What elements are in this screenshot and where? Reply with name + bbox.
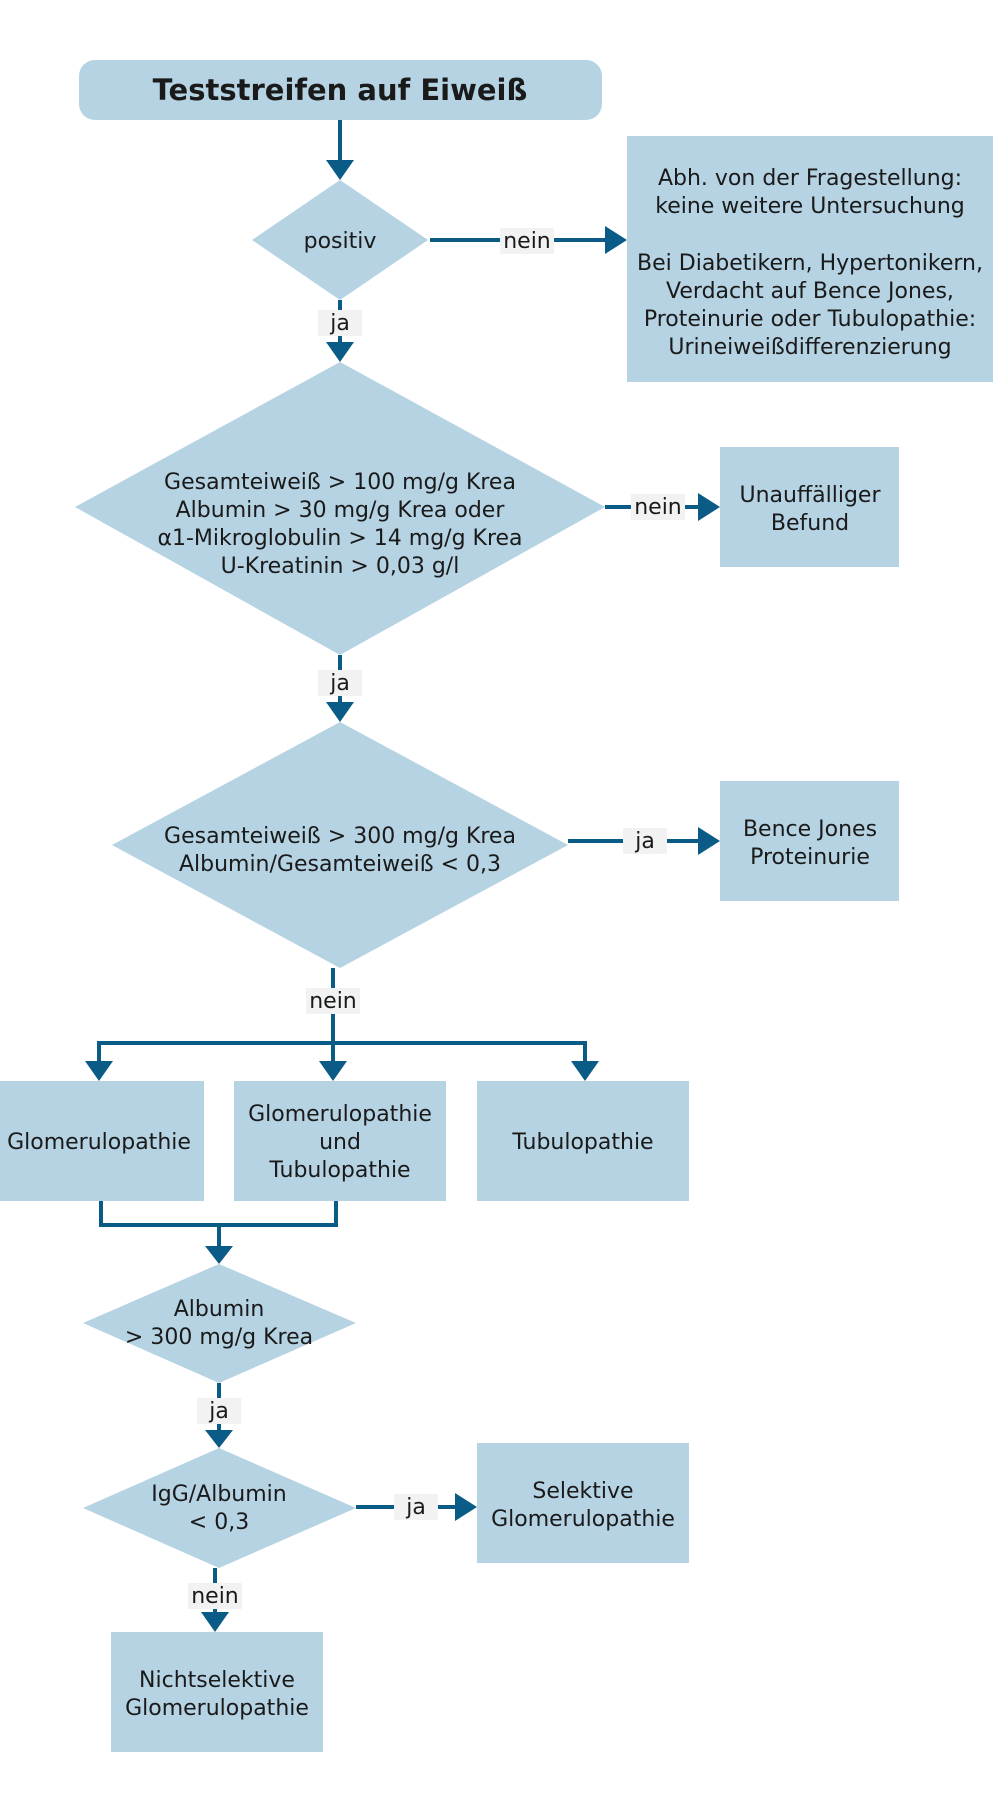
arrowhead-down-glom [85,1061,113,1081]
box-unauffaellig-line1: Unauffälliger [740,483,882,508]
edge-label-bg-e3 [631,494,685,520]
edge-label-ja-3: ja [634,829,655,854]
edge-label-ja-5: ja [405,1495,426,1520]
box-further-line3: Bei Diabetikern, Hypertonikern, [637,251,983,276]
start-node-title [79,60,602,120]
box-tubulopathie-text: Tubulopathie [511,1130,653,1155]
arrowhead-down-nonselective [201,1612,229,1632]
arrowhead-right-unauff [698,493,720,521]
decision-bence-line1: Gesamteiweiß > 300 mg/g Krea [164,824,516,849]
arrowhead-down-d5 [205,1430,233,1448]
box-selective-line1: Selektive [532,1479,633,1504]
arrowhead-right-selective [455,1493,477,1521]
decision-igg-albumin [83,1448,356,1568]
arrowhead-down-positiv [326,160,354,180]
edge-label-bg-e8 [394,1494,438,1520]
edge-label-bg-e5 [623,828,667,854]
decision-igg-line1: IgG/Albumin [151,1482,286,1507]
decision-positiv-text: positiv [304,229,377,254]
arrowhead-down-tub [571,1061,599,1081]
arrowhead-down-d2 [326,342,354,362]
box-selective-line2: Glomerulopathie [491,1507,675,1532]
box-further-analysis [627,136,993,382]
box-glomerulopathie [0,1081,204,1201]
decision-protein-line3: α1-Mikroglobulin > 14 mg/g Krea [157,526,522,551]
edge-label-bg-e9 [188,1583,242,1609]
box-nonselective-line1: Nichtselektive [139,1668,295,1693]
decision-protein-line1: Gesamteiweiß > 100 mg/g Krea [164,470,516,495]
decision-protein-line4: U-Kreatinin > 0,03 g/l [221,554,460,579]
box-nonselective-line2: Glomerulopathie [125,1696,309,1721]
box-tubulopathie [477,1081,689,1201]
box-unauffaelliger-befund [720,447,899,567]
arrowhead-down-d3 [326,702,354,722]
arrowhead-right-bence [698,827,720,855]
edge-label-bg-e7 [197,1398,241,1424]
box-glomtub-line2: und [319,1130,361,1155]
decision-bence-line2: Albumin/Gesamteiweiß < 0,3 [179,852,501,877]
decision-protein-line2: Albumin > 30 mg/g Krea oder [176,498,506,523]
title-text: Teststreifen auf Eiweiß [153,73,528,107]
box-further-line1: Abh. von der Fragestellung: [658,166,962,191]
decision-igg-line2: < 0,3 [189,1510,249,1535]
edge-label-bg-e4 [318,670,362,696]
decision-albumin-line1: Albumin [174,1297,265,1322]
decision-albumin [83,1264,356,1383]
box-selective-glomerulopathie [477,1443,689,1563]
box-further-line2: keine weitere Untersuchung [655,194,965,219]
box-bence-jones-proteinurie [720,781,899,901]
decision-bence-jones [112,722,568,968]
arrowhead-right-further [605,226,627,254]
arrowhead-down-glomtub [319,1061,347,1081]
edge-label-nein-4: nein [191,1584,239,1609]
edge-label-ja-2: ja [329,671,350,696]
box-nonselective-glomerulopathie [111,1632,323,1752]
edge-label-nein-1: nein [503,229,551,254]
decision-albumin-line2: > 300 mg/g Krea [125,1325,313,1350]
box-further-line5: Proteinurie oder Tubulopathie: [644,307,976,332]
edge-label-ja-4: ja [208,1399,229,1424]
box-glomtub-line3: Tubulopathie [268,1158,410,1183]
box-bence-line2: Proteinurie [750,845,870,870]
edge-label-nein-2: nein [634,495,682,520]
box-glomtub-line1: Glomerulopathie [248,1102,432,1127]
decision-positiv [252,180,428,300]
decision-protein-thresholds [75,362,605,655]
box-further-line4: Verdacht auf Bence Jones, [666,279,954,304]
box-glomerulopathie-text: Glomerulopathie [7,1130,191,1155]
edge-label-nein-3: nein [309,989,357,1014]
edge-label-bg-e1 [500,228,554,254]
edge-label-bg-e6 [306,988,360,1014]
box-bence-line1: Bence Jones [743,817,877,842]
box-further-line6: Urineiweißdifferenzierung [668,335,951,360]
edge-label-bg-e2 [318,310,362,336]
box-glomerulopathie-tubulopathie [234,1081,446,1201]
box-unauffaellig-line2: Befund [771,511,849,536]
edge-label-ja-1: ja [329,311,350,336]
arrowhead-down-d4 [205,1246,233,1264]
